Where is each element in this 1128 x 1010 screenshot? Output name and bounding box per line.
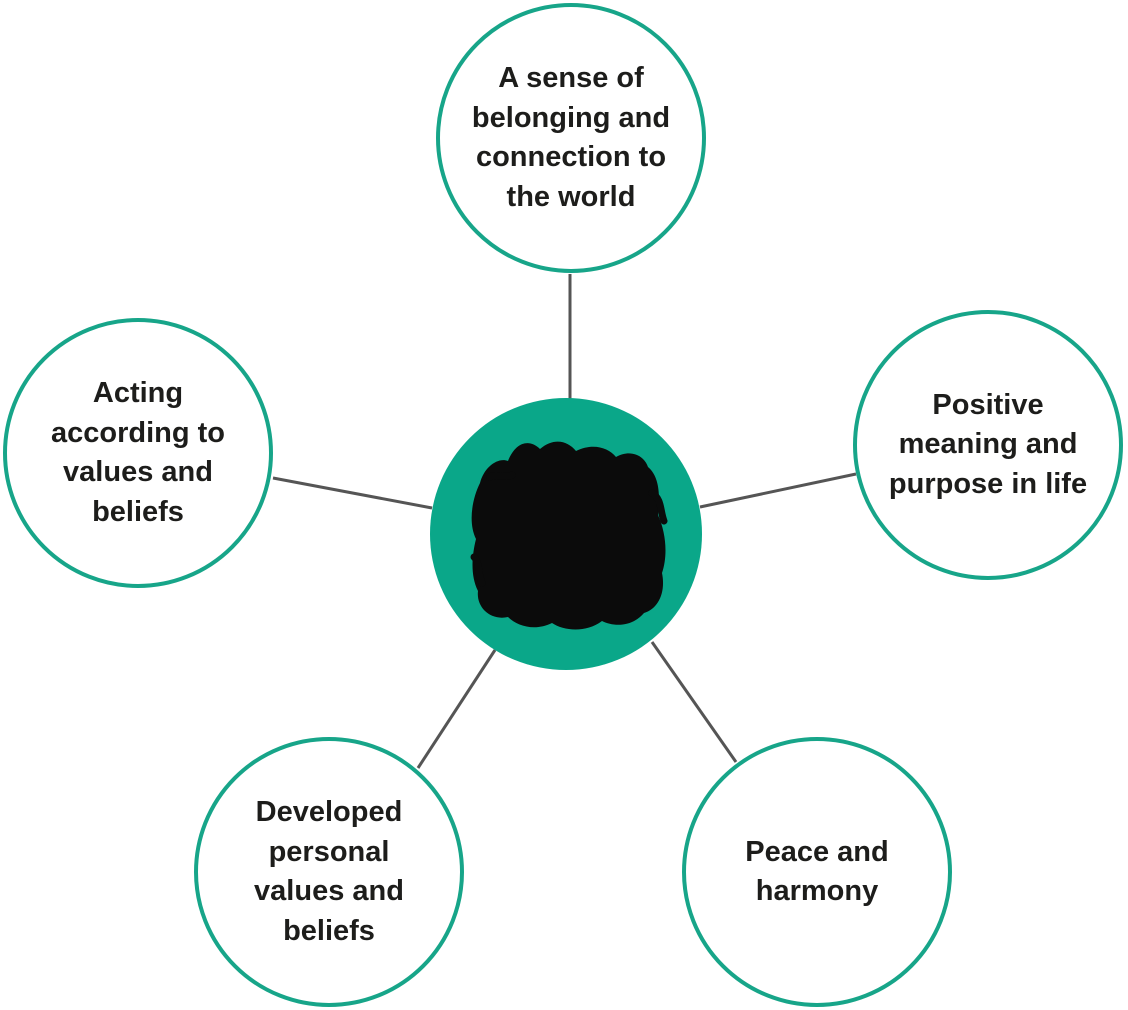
- center-redaction-mark: [470, 441, 668, 630]
- connector-right: [699, 472, 857, 509]
- connector-bottom-left: [416, 649, 497, 769]
- node-meaning-purpose: Positive meaning and purpose in life: [853, 310, 1123, 580]
- node-personal-values-label: Developed personal values and beliefs: [254, 796, 404, 947]
- node-peace-harmony: Peace and harmony: [682, 737, 952, 1007]
- connector-bottom-right: [650, 641, 738, 763]
- node-acting-values-label: Acting according to values and beliefs: [50, 377, 225, 528]
- node-acting-values: Acting according to values and beliefs: [3, 318, 273, 588]
- node-personal-values: Developed personal values and beliefs: [194, 737, 464, 1007]
- node-belonging: A sense of belonging and connection to t…: [436, 3, 706, 273]
- connector-left: [272, 476, 433, 510]
- node-belonging-label: A sense of belonging and connection to t…: [471, 62, 671, 213]
- node-meaning-purpose-label: Positive meaning and purpose in life: [888, 388, 1088, 500]
- node-peace-harmony-label: Peace and harmony: [745, 835, 889, 908]
